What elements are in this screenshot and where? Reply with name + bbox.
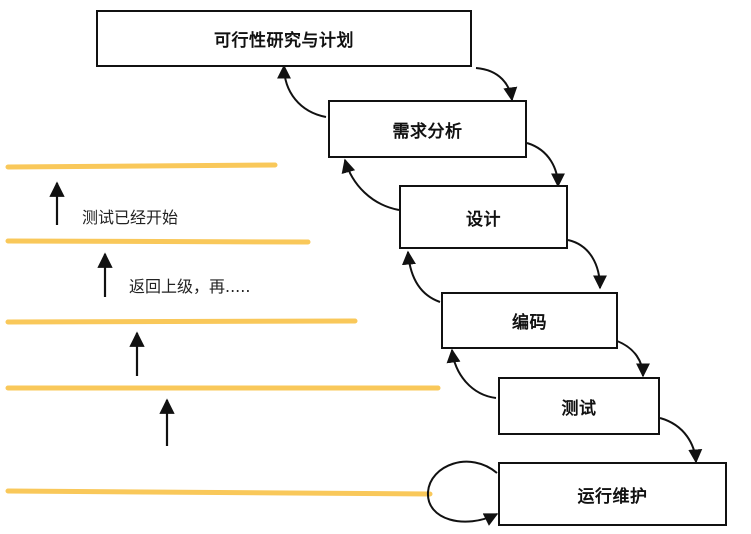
level-line: [5, 488, 433, 497]
level-line: [5, 238, 311, 245]
stage-coding: 编码: [441, 292, 618, 349]
level-line: [5, 162, 278, 170]
stage-maintenance: 运行维护: [498, 462, 727, 526]
stage-testing: 测试: [498, 377, 660, 435]
forward-arrow: [616, 340, 650, 378]
forward-arrows: [475, 67, 703, 464]
feedback-arrows: [277, 64, 499, 526]
forward-arrow: [567, 239, 607, 290]
stage-testing-label: 测试: [561, 398, 597, 419]
forward-arrow: [475, 67, 518, 102]
forward-arrow: [526, 142, 565, 188]
feedback-arrow: [341, 158, 400, 211]
stage-requirements: 需求分析: [328, 100, 527, 158]
self-loop-arrow: [426, 460, 499, 526]
stage-feasibility: 可行性研究与计划: [96, 10, 472, 67]
note-testing-started: 测试已经开始: [82, 208, 179, 227]
feedback-arrow: [277, 64, 327, 118]
level-lines: [5, 162, 441, 497]
forward-arrow: [659, 417, 703, 464]
stage-coding-label: 编码: [512, 313, 547, 333]
level-line: [5, 318, 358, 325]
upward-arrows: [49, 181, 175, 446]
stage-feasibility-label: 可行性研究与计划: [214, 31, 354, 51]
stage-design: 设计: [399, 185, 568, 249]
note-return-upper: 返回上级，再.....: [129, 277, 251, 296]
stage-requirements-label: 需求分析: [392, 121, 463, 142]
stage-design-label: 设计: [466, 209, 501, 230]
feedback-arrow: [446, 348, 497, 399]
stage-maintenance-label: 运行维护: [577, 486, 648, 507]
feedback-arrow: [401, 250, 441, 303]
